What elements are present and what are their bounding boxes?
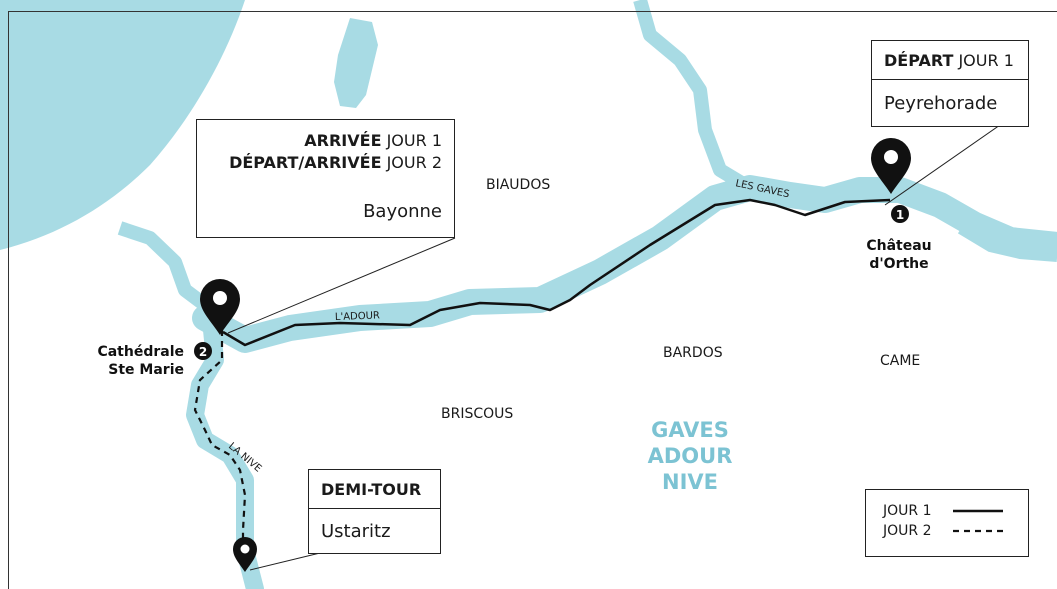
pin-icon <box>200 279 240 335</box>
callout-bayonne-line1: ARRIVÉE JOUR 1 <box>197 130 442 152</box>
region-line-1: GAVES <box>651 418 729 442</box>
frame-left <box>8 11 9 589</box>
coast-river <box>117 221 210 311</box>
poi-chateau-line2: d'Orthe <box>869 256 929 272</box>
callout-demitour: DEMI-TOUR Ustaritz <box>308 469 441 554</box>
leader-depart <box>884 124 1001 206</box>
poi-chateau-orthe: Château d'Orthe <box>856 237 942 273</box>
lake <box>334 18 378 108</box>
callout-depart: DÉPART JOUR 1 Peyrehorade <box>871 40 1029 127</box>
callout-bayonne: ARRIVÉE JOUR 1 DÉPART/ARRIVÉE JOUR 2 Bay… <box>196 119 455 238</box>
legend-label-jour-1: JOUR 1 <box>883 503 932 519</box>
region-line-2: ADOUR <box>647 444 733 468</box>
place-bardos: BARDOS <box>663 345 723 361</box>
callout-bayonne-place: Bayonne <box>363 201 442 222</box>
poi-cathedrale-line1: Cathédrale <box>97 344 184 360</box>
river-label-adour: L'ADOUR <box>335 310 380 323</box>
river-adour <box>192 175 1057 353</box>
marker-1 <box>891 205 909 223</box>
callout-bayonne-line2: DÉPART/ARRIVÉE JOUR 2 <box>197 152 442 174</box>
legend-item-jour-1: JOUR 1 <box>883 501 1028 521</box>
callout-depart-place: Peyrehorade <box>872 79 1028 126</box>
callout-bayonne-line1-rest: JOUR 1 <box>381 131 442 150</box>
callout-demitour-place: Ustaritz <box>309 508 440 553</box>
callout-depart-header: DÉPART JOUR 1 <box>872 41 1028 79</box>
legend-label-jour-2: JOUR 2 <box>883 523 932 539</box>
river-east <box>957 226 1057 262</box>
legend-item-jour-2: JOUR 2 <box>883 521 1028 541</box>
region-label: GAVES ADOUR NIVE <box>640 417 740 495</box>
callout-demitour-header: DEMI-TOUR <box>321 479 422 499</box>
pin-icon <box>233 537 257 572</box>
ocean <box>0 0 245 250</box>
frame-top <box>8 11 1057 12</box>
leader-demitour <box>249 552 321 571</box>
poi-chateau-line1: Château <box>866 238 932 254</box>
marker-1-number: 1 <box>896 208 904 222</box>
region-line-3: NIVE <box>662 470 718 494</box>
route-jour-1 <box>222 198 891 347</box>
marker-2-number: 2 <box>199 345 207 359</box>
callout-depart-rest: JOUR 1 <box>953 50 1014 70</box>
callout-bayonne-line1-bold: ARRIVÉE <box>304 131 382 150</box>
callout-depart-bold: DÉPART <box>884 50 954 70</box>
dashed-line-icon <box>953 529 1003 533</box>
solid-line-icon <box>953 509 1003 513</box>
place-came: CAME <box>880 353 921 369</box>
legend: JOUR 1 JOUR 2 <box>865 489 1029 557</box>
river-north <box>633 0 749 192</box>
callout-bayonne-line2-rest: JOUR 2 <box>381 153 442 172</box>
marker-2 <box>194 342 212 360</box>
callout-bayonne-header: ARRIVÉE JOUR 1 DÉPART/ARRIVÉE JOUR 2 <box>197 120 454 186</box>
callout-bayonne-line2-bold: DÉPART/ARRIVÉE <box>229 153 382 172</box>
route-jour-2 <box>193 330 247 560</box>
place-briscous: BRISCOUS <box>441 406 514 422</box>
place-biaudos: BIAUDOS <box>486 177 551 193</box>
pin-icon <box>871 138 911 194</box>
leader-bayonne <box>227 237 456 334</box>
poi-cathedrale-line2: Ste Marie <box>108 362 184 378</box>
poi-cathedrale: Cathédrale Ste Marie <box>82 343 184 379</box>
